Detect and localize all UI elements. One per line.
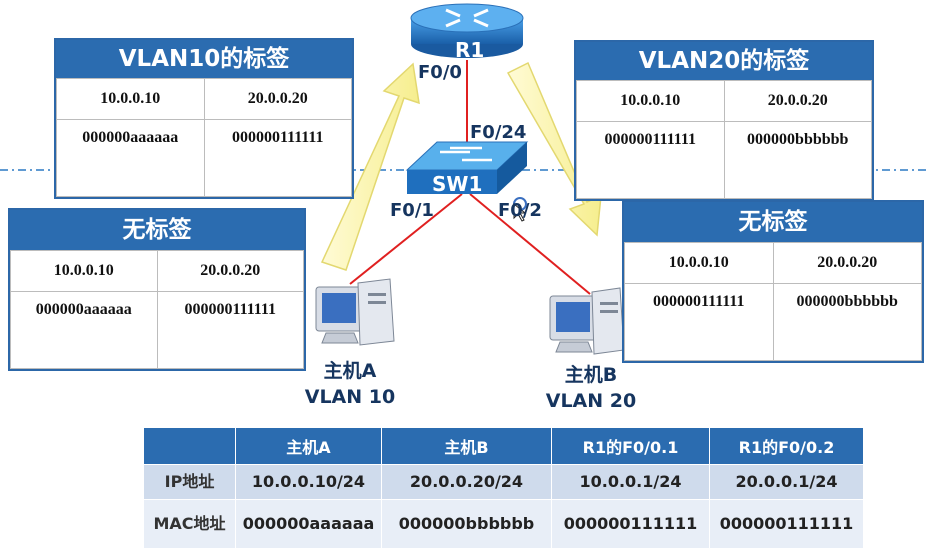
- switch-port-b-label: F0/2: [498, 200, 542, 221]
- vlan20-mac-2: 000000bbbbbb: [723, 121, 872, 199]
- untagged-left-mac-2: 000000111111: [156, 291, 304, 369]
- vlan20-frame-title: VLAN20的标签: [576, 42, 872, 80]
- untagged-left-mac-1: 000000aaaaaa: [10, 291, 158, 369]
- mac-host-b: 000000bbbbbb: [381, 499, 552, 549]
- host-b-vlan: VLAN 20: [545, 390, 637, 412]
- mac-host-a: 000000aaaaaa: [235, 499, 382, 549]
- address-header-r1-sub1: R1的F0/0.1: [551, 427, 710, 465]
- switch-icon[interactable]: [405, 141, 529, 194]
- vlan10-mac-1: 000000aaaaaa: [56, 119, 205, 197]
- address-table: 主机A 主机B R1的F0/0.1 R1的F0/0.2 IP地址 10.0.0.…: [143, 427, 864, 549]
- untagged-right-ip-2: 20.0.0.20: [772, 242, 922, 284]
- switch-uplink-label: F0/24: [470, 122, 527, 143]
- host-a-label: 主机A VLAN 10: [300, 358, 400, 410]
- untagged-right-mac-1: 000000111111: [624, 283, 774, 361]
- router-name: R1: [455, 38, 485, 62]
- table-row: IP地址 10.0.0.10/24 20.0.0.20/24 10.0.0.1/…: [143, 464, 864, 500]
- link-switch-host-b: [469, 193, 591, 295]
- untagged-right-ip-1: 10.0.0.10: [624, 242, 774, 284]
- switch-name: SW1: [432, 172, 483, 196]
- vlan20-ip-2: 20.0.0.20: [723, 80, 872, 122]
- row-label-mac: MAC地址: [143, 499, 236, 549]
- untagged-right-mac-2: 000000bbbbbb: [772, 283, 922, 361]
- router-icon[interactable]: [410, 3, 524, 58]
- mouse-cursor-icon: [513, 197, 527, 222]
- host-b-name: 主机B: [564, 364, 618, 386]
- vlan10-frame-title: VLAN10的标签: [56, 40, 352, 78]
- vlan10-ip-1: 10.0.0.10: [56, 78, 205, 120]
- ip-host-a: 10.0.0.10/24: [235, 464, 382, 500]
- mac-r1-sub1: 000000111111: [551, 499, 710, 549]
- untagged-left-ip-2: 20.0.0.20: [156, 250, 304, 292]
- vlan10-mac-2: 000000111111: [203, 119, 352, 197]
- untagged-left-title: 无标签: [10, 210, 304, 250]
- table-row: MAC地址 000000aaaaaa 000000bbbbbb 00000011…: [143, 499, 864, 549]
- ip-r1-sub2: 20.0.0.1/24: [709, 464, 864, 500]
- computer-b-icon[interactable]: [549, 287, 625, 355]
- ip-host-b: 20.0.0.20/24: [381, 464, 552, 500]
- address-header-host-a: 主机A: [235, 427, 382, 465]
- address-header-host-b: 主机B: [381, 427, 552, 465]
- host-a-vlan: VLAN 10: [304, 386, 396, 408]
- host-a-name: 主机A: [323, 360, 377, 382]
- address-header-0: [143, 427, 236, 465]
- vlan20-mac-1: 000000111111: [576, 121, 725, 199]
- row-label-ip: IP地址: [143, 464, 236, 500]
- ip-r1-sub1: 10.0.0.1/24: [551, 464, 710, 500]
- address-header-r1-sub2: R1的F0/0.2: [709, 427, 864, 465]
- untagged-right-title: 无标签: [624, 202, 922, 242]
- router-port-label: F0/0: [418, 62, 462, 83]
- vlan10-ip-2: 20.0.0.20: [203, 78, 352, 120]
- untagged-left-ip-1: 10.0.0.10: [10, 250, 158, 292]
- mac-r1-sub2: 000000111111: [709, 499, 864, 549]
- host-b-label: 主机B VLAN 20: [536, 362, 646, 414]
- link-switch-host-a: [349, 193, 463, 285]
- upstream-arrow: [320, 62, 420, 271]
- computer-a-icon[interactable]: [315, 278, 395, 346]
- vlan20-ip-1: 10.0.0.10: [576, 80, 725, 122]
- switch-port-a-label: F0/1: [390, 200, 434, 221]
